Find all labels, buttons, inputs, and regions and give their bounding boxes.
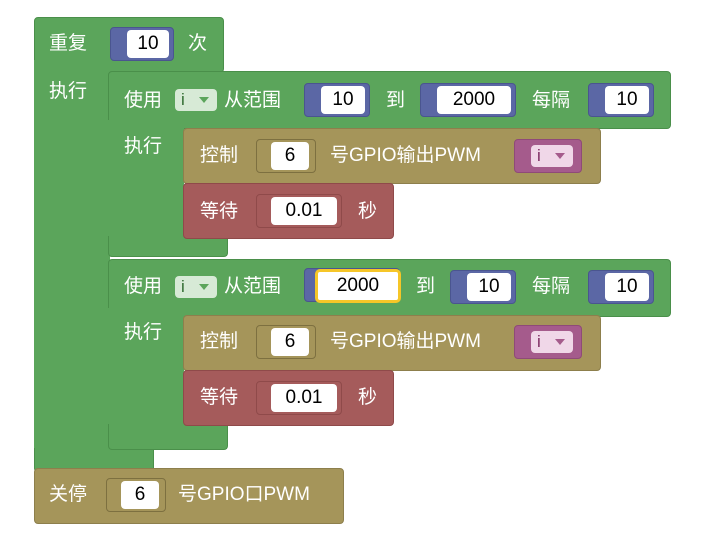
loop1-from-socket[interactable]: 10 xyxy=(304,83,370,117)
loop2-seconds-socket[interactable]: 0.01 xyxy=(256,381,342,415)
loop2-step-field[interactable]: 10 xyxy=(605,273,649,301)
loop2-pin-socket[interactable]: 6 xyxy=(256,325,316,359)
loop1-control-label: 控制 xyxy=(200,145,239,166)
loop1-value-var-name: i xyxy=(537,146,541,165)
loop2-from-socket[interactable]: 2000 xyxy=(304,268,401,303)
loop1-pin-field[interactable]: 6 xyxy=(271,142,309,170)
loop1-use-label: 使用 xyxy=(124,90,163,111)
loop1-step-field[interactable]: 10 xyxy=(605,86,649,114)
chevron-down-icon xyxy=(199,97,209,103)
loop1-step-label: 每隔 xyxy=(532,90,571,111)
loop1-to-field[interactable]: 2000 xyxy=(437,86,511,114)
chevron-down-icon xyxy=(555,153,565,159)
loop1-footer xyxy=(108,236,228,257)
loop2-pin-field[interactable]: 6 xyxy=(271,328,309,356)
loop2-var-name: i xyxy=(181,277,185,296)
loop1-output-label: 号GPIO输出PWM xyxy=(330,145,481,166)
stop-pwm-label: 关停 xyxy=(49,484,88,505)
loop1-seconds-unit: 秒 xyxy=(358,201,378,222)
loop2-wait-label: 等待 xyxy=(200,387,239,408)
loop2-value-var-dropdown[interactable]: i xyxy=(531,331,573,353)
loop2-seconds-field[interactable]: 0.01 xyxy=(271,384,337,412)
loop1-seconds-field[interactable]: 0.01 xyxy=(271,197,337,225)
repeat-suffix: 次 xyxy=(188,33,208,54)
loop2-to-label: 到 xyxy=(416,276,436,297)
loop1-seconds-socket[interactable]: 0.01 xyxy=(256,194,342,228)
loop1-spine xyxy=(108,120,184,257)
loop1-pin-socket[interactable]: 6 xyxy=(256,139,316,173)
loop2-var-socket[interactable]: i xyxy=(514,325,582,359)
stop-pwm-body[interactable] xyxy=(34,468,344,524)
loop1-value-var-dropdown[interactable]: i xyxy=(531,145,573,167)
loop2-value-var-name: i xyxy=(537,332,541,351)
loop2-var-dropdown[interactable]: i xyxy=(175,276,217,298)
loop2-output-label: 号GPIO输出PWM xyxy=(330,331,481,352)
loop2-step-label: 每隔 xyxy=(532,276,571,297)
loop1-to-socket[interactable]: 2000 xyxy=(420,83,516,117)
loop1-var-socket[interactable]: i xyxy=(514,139,582,173)
repeat-count-field[interactable]: 10 xyxy=(127,30,169,58)
loop1-range-label: 从范围 xyxy=(224,90,282,111)
loop2-seconds-unit: 秒 xyxy=(358,387,378,408)
stop-pin-socket[interactable]: 6 xyxy=(106,478,166,512)
loop2-range-label: 从范围 xyxy=(224,276,282,297)
loop1-to-label: 到 xyxy=(386,90,406,111)
loop1-var-name: i xyxy=(181,90,185,109)
loop2-footer xyxy=(108,424,228,450)
repeat-keyword: 重复 xyxy=(49,33,88,54)
loop2-to-field[interactable]: 10 xyxy=(467,273,511,301)
loop1-step-socket[interactable]: 10 xyxy=(588,83,654,117)
loop2-to-socket[interactable]: 10 xyxy=(450,270,516,304)
loop2-do-label: 执行 xyxy=(124,322,163,343)
stop-pwm-suffix: 号GPIO口PWM xyxy=(178,484,310,505)
loop2-use-label: 使用 xyxy=(124,276,163,297)
loop2-step-socket[interactable]: 10 xyxy=(588,270,654,304)
chevron-down-icon xyxy=(199,284,209,290)
loop1-do-label: 执行 xyxy=(124,136,163,157)
repeat-do-label: 执行 xyxy=(49,81,88,102)
loop1-wait-label: 等待 xyxy=(200,201,239,222)
loop1-var-dropdown[interactable]: i xyxy=(175,89,217,111)
loop2-from-field[interactable]: 2000 xyxy=(315,269,401,303)
chevron-down-icon xyxy=(555,339,565,345)
repeat-count-socket[interactable]: 10 xyxy=(110,27,174,61)
loop1-from-field[interactable]: 10 xyxy=(321,86,365,114)
stop-pin-field[interactable]: 6 xyxy=(121,481,159,509)
loop2-control-label: 控制 xyxy=(200,331,239,352)
repeat-block-spine xyxy=(34,60,110,472)
